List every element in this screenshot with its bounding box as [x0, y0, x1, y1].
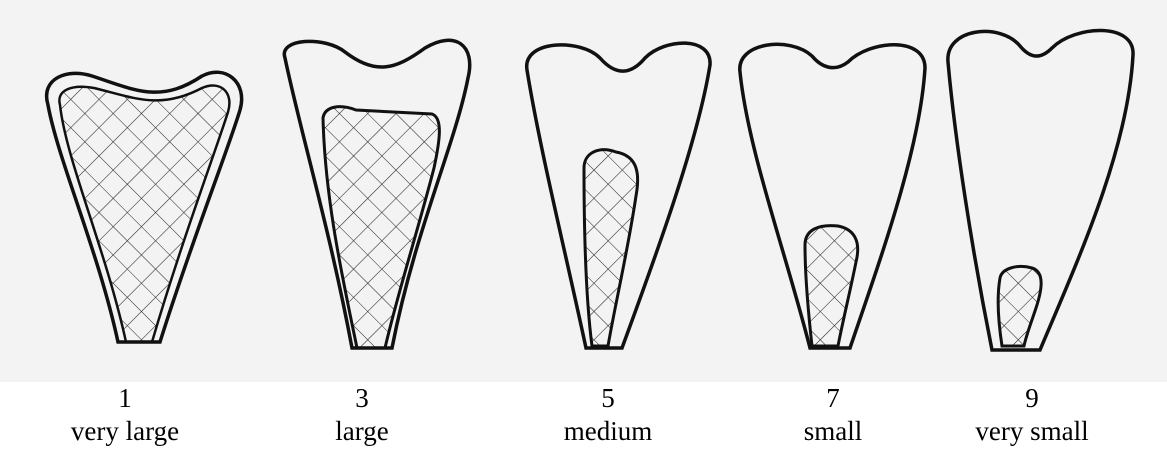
caption-label: very large	[5, 415, 245, 448]
hatched-core-5	[998, 266, 1041, 346]
caption-number: 1	[5, 382, 245, 415]
caption-label: very small	[912, 415, 1152, 448]
caption-number: 5	[488, 382, 728, 415]
outer-outline-5	[948, 30, 1133, 350]
caption-number: 9	[912, 382, 1152, 415]
hatched-core-4	[805, 226, 858, 346]
caption-3: 3 large	[242, 382, 482, 448]
caption-number: 3	[242, 382, 482, 415]
caption-label: large	[242, 415, 482, 448]
caption-9: 9 very small	[912, 382, 1152, 448]
shape-3	[527, 43, 710, 348]
drawing-panel	[0, 0, 1167, 382]
shape-1	[47, 72, 242, 342]
shape-2	[284, 40, 469, 348]
shape-4	[740, 44, 925, 348]
drawing-svg	[0, 0, 1167, 382]
caption-1: 1 very large	[5, 382, 245, 448]
shape-5	[948, 30, 1133, 350]
hatched-core-3	[584, 150, 638, 346]
caption-label: medium	[488, 415, 728, 448]
caption-5: 5 medium	[488, 382, 728, 448]
